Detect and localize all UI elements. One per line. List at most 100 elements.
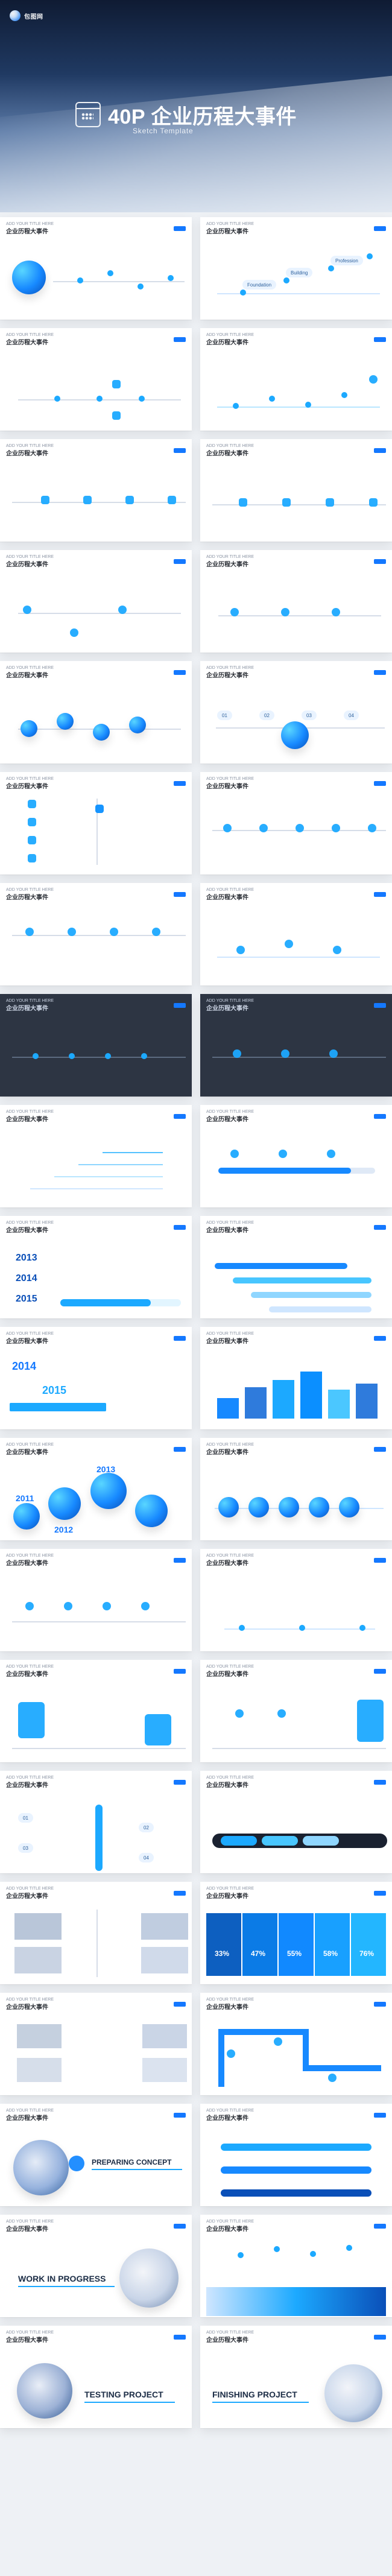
slide-small-title: ADD YOUR TITLE HERE: [206, 222, 254, 226]
timeline-line: [12, 1621, 186, 1622]
slide-header: ADD YOUR TITLE HERE 企业历程大事件: [6, 1443, 186, 1456]
slide-title: 企业历程大事件: [206, 2115, 248, 2122]
slide-title: 企业历程大事件: [206, 2004, 248, 2011]
pin-icon: [227, 2049, 235, 2058]
slide-small-title: ADD YOUR TITLE HERE: [6, 1110, 54, 1114]
timeline-line: [212, 504, 386, 505]
globe-icon: [281, 1049, 289, 1058]
timeline-line: [218, 615, 381, 616]
slide-tag: [174, 1891, 186, 1896]
slide-title: 企业历程大事件: [6, 1893, 48, 1900]
underline: [84, 2402, 175, 2403]
slide-tag: [374, 559, 386, 564]
slide-body: [6, 1902, 188, 1978]
year-circle-icon: [13, 1503, 40, 1530]
megaphone-icon: [259, 824, 268, 832]
slide-tag: [174, 892, 186, 897]
slide-title-wrap: ADD YOUR TITLE HERE 企业历程大事件: [6, 666, 54, 679]
bubble-icon: [218, 1497, 239, 1517]
slide-header: ADD YOUR TITLE HERE 企业历程大事件: [206, 1776, 386, 1789]
timeline-line: [212, 1748, 386, 1749]
gear-icon: [368, 824, 376, 832]
slide-27: ADD YOUR TITLE HERE 企业历程大事件: [0, 1660, 192, 1762]
slide-body: [6, 793, 186, 869]
logo-text: 包图网: [24, 13, 43, 21]
year-circle-icon: [135, 1495, 168, 1527]
slide-header: ADD YOUR TITLE HERE 企业历程大事件: [6, 1332, 186, 1345]
slide-body: [6, 1125, 186, 1201]
slide-title-wrap: ADD YOUR TITLE HERE 企业历程大事件: [206, 1554, 254, 1567]
photo-block: [17, 2024, 62, 2048]
slide-title: 企业历程大事件: [206, 2226, 248, 2233]
slide-title-wrap: ADD YOUR TITLE HERE 企业历程大事件: [6, 222, 54, 235]
slide-title: 企业历程大事件: [6, 1227, 48, 1234]
slide-body: [206, 2124, 386, 2200]
slide-tag: [374, 2224, 386, 2229]
slide-tag: [174, 1780, 186, 1785]
percent-47: 47%: [251, 1949, 266, 1958]
windmill-icon: [145, 1714, 171, 1745]
gantt-line: [269, 1306, 371, 1312]
slide-small-title: ADD YOUR TITLE HERE: [206, 555, 254, 559]
slide-header: ADD YOUR TITLE HERE 企业历程大事件: [6, 666, 186, 679]
slide-title: 企业历程大事件: [206, 1671, 248, 1678]
slide-title: 企业历程大事件: [206, 1560, 248, 1567]
slide-small-title: ADD YOUR TITLE HERE: [206, 1110, 254, 1114]
slide-title: 企业历程大事件: [206, 340, 248, 346]
arc-line: [217, 957, 380, 958]
slide-tag: [374, 448, 386, 453]
basket-icon: [28, 836, 36, 844]
photo-block: [14, 1913, 62, 1940]
timer-icon: [279, 1150, 287, 1158]
milestone-chip: Foundation: [242, 280, 277, 290]
slide-title-wrap: ADD YOUR TITLE HERE 企业历程大事件: [206, 888, 254, 901]
underline: [18, 2286, 115, 2287]
slide-body: PREPARING CONCEPT: [6, 2124, 186, 2200]
rocket-badge-icon: [12, 261, 46, 294]
slide-title: 企业历程大事件: [6, 894, 48, 901]
slide-header: ADD YOUR TITLE HERE 企业历程大事件: [206, 1887, 386, 1900]
slide-tag: [174, 2335, 186, 2340]
bubble-track: [215, 1508, 384, 1509]
timeline-dot: [269, 396, 275, 402]
rocket-icon: [230, 608, 239, 616]
slide-12: ADD YOUR TITLE HERE 企业历程大事件: [200, 772, 392, 875]
staircase-line: [30, 1188, 163, 1189]
slide-title: 企业历程大事件: [206, 1782, 248, 1789]
slide-small-title: ADD YOUR TITLE HERE: [6, 888, 54, 892]
slide-header: ADD YOUR TITLE HERE 企业历程大事件: [206, 2109, 386, 2122]
slide-body: [206, 1014, 386, 1090]
slide-body: 2014 2015: [6, 1347, 186, 1423]
slide-small-title: ADD YOUR TITLE HERE: [6, 222, 54, 226]
slide-body: 2011 2012 2013: [6, 1458, 186, 1534]
slide-1: ADD YOUR TITLE HERE 企业历程大事件: [0, 217, 192, 320]
panel: [351, 1913, 386, 1976]
slide-11: ADD YOUR TITLE HERE 企业历程大事件: [0, 772, 192, 875]
pin-icon: [328, 2074, 337, 2082]
timeline-dot: [107, 270, 113, 276]
slide-tag: [374, 1891, 386, 1896]
slide-tag: [374, 1669, 386, 1674]
windmill-icon: [357, 1700, 384, 1742]
slide-body: [206, 1569, 386, 1645]
slide-13: ADD YOUR TITLE HERE 企业历程大事件: [0, 883, 192, 986]
slide-small-title: ADD YOUR TITLE HERE: [206, 888, 254, 892]
slide-title-wrap: ADD YOUR TITLE HERE 企业历程大事件: [206, 666, 254, 679]
slide-title: 企业历程大事件: [206, 783, 248, 790]
slide-title-wrap: ADD YOUR TITLE HERE 企业历程大事件: [6, 1665, 54, 1678]
slide-title: 企业历程大事件: [6, 229, 48, 235]
slide-15: ADD YOUR TITLE HERE 企业历程大事件: [0, 994, 192, 1097]
pin-icon: [274, 2037, 282, 2046]
slide-tag: [174, 2002, 186, 2007]
slide-tag: [174, 1225, 186, 1230]
send-icon: [141, 1602, 150, 1610]
cover-title: 40P 企业历程大事件: [75, 98, 329, 131]
slide-small-title: ADD YOUR TITLE HERE: [206, 2331, 254, 2335]
slide-title-wrap: ADD YOUR TITLE HERE 企业历程大事件: [206, 1110, 254, 1123]
year-2014: 2014: [16, 1273, 37, 1283]
panel: [279, 1913, 314, 1976]
stats-icon: [125, 496, 134, 504]
slide-header: ADD YOUR TITLE HERE 企业历程大事件: [6, 2220, 186, 2233]
slide-title: 企业历程大事件: [6, 1671, 48, 1678]
slide-3: ADD YOUR TITLE HERE 企业历程大事件: [0, 328, 192, 431]
